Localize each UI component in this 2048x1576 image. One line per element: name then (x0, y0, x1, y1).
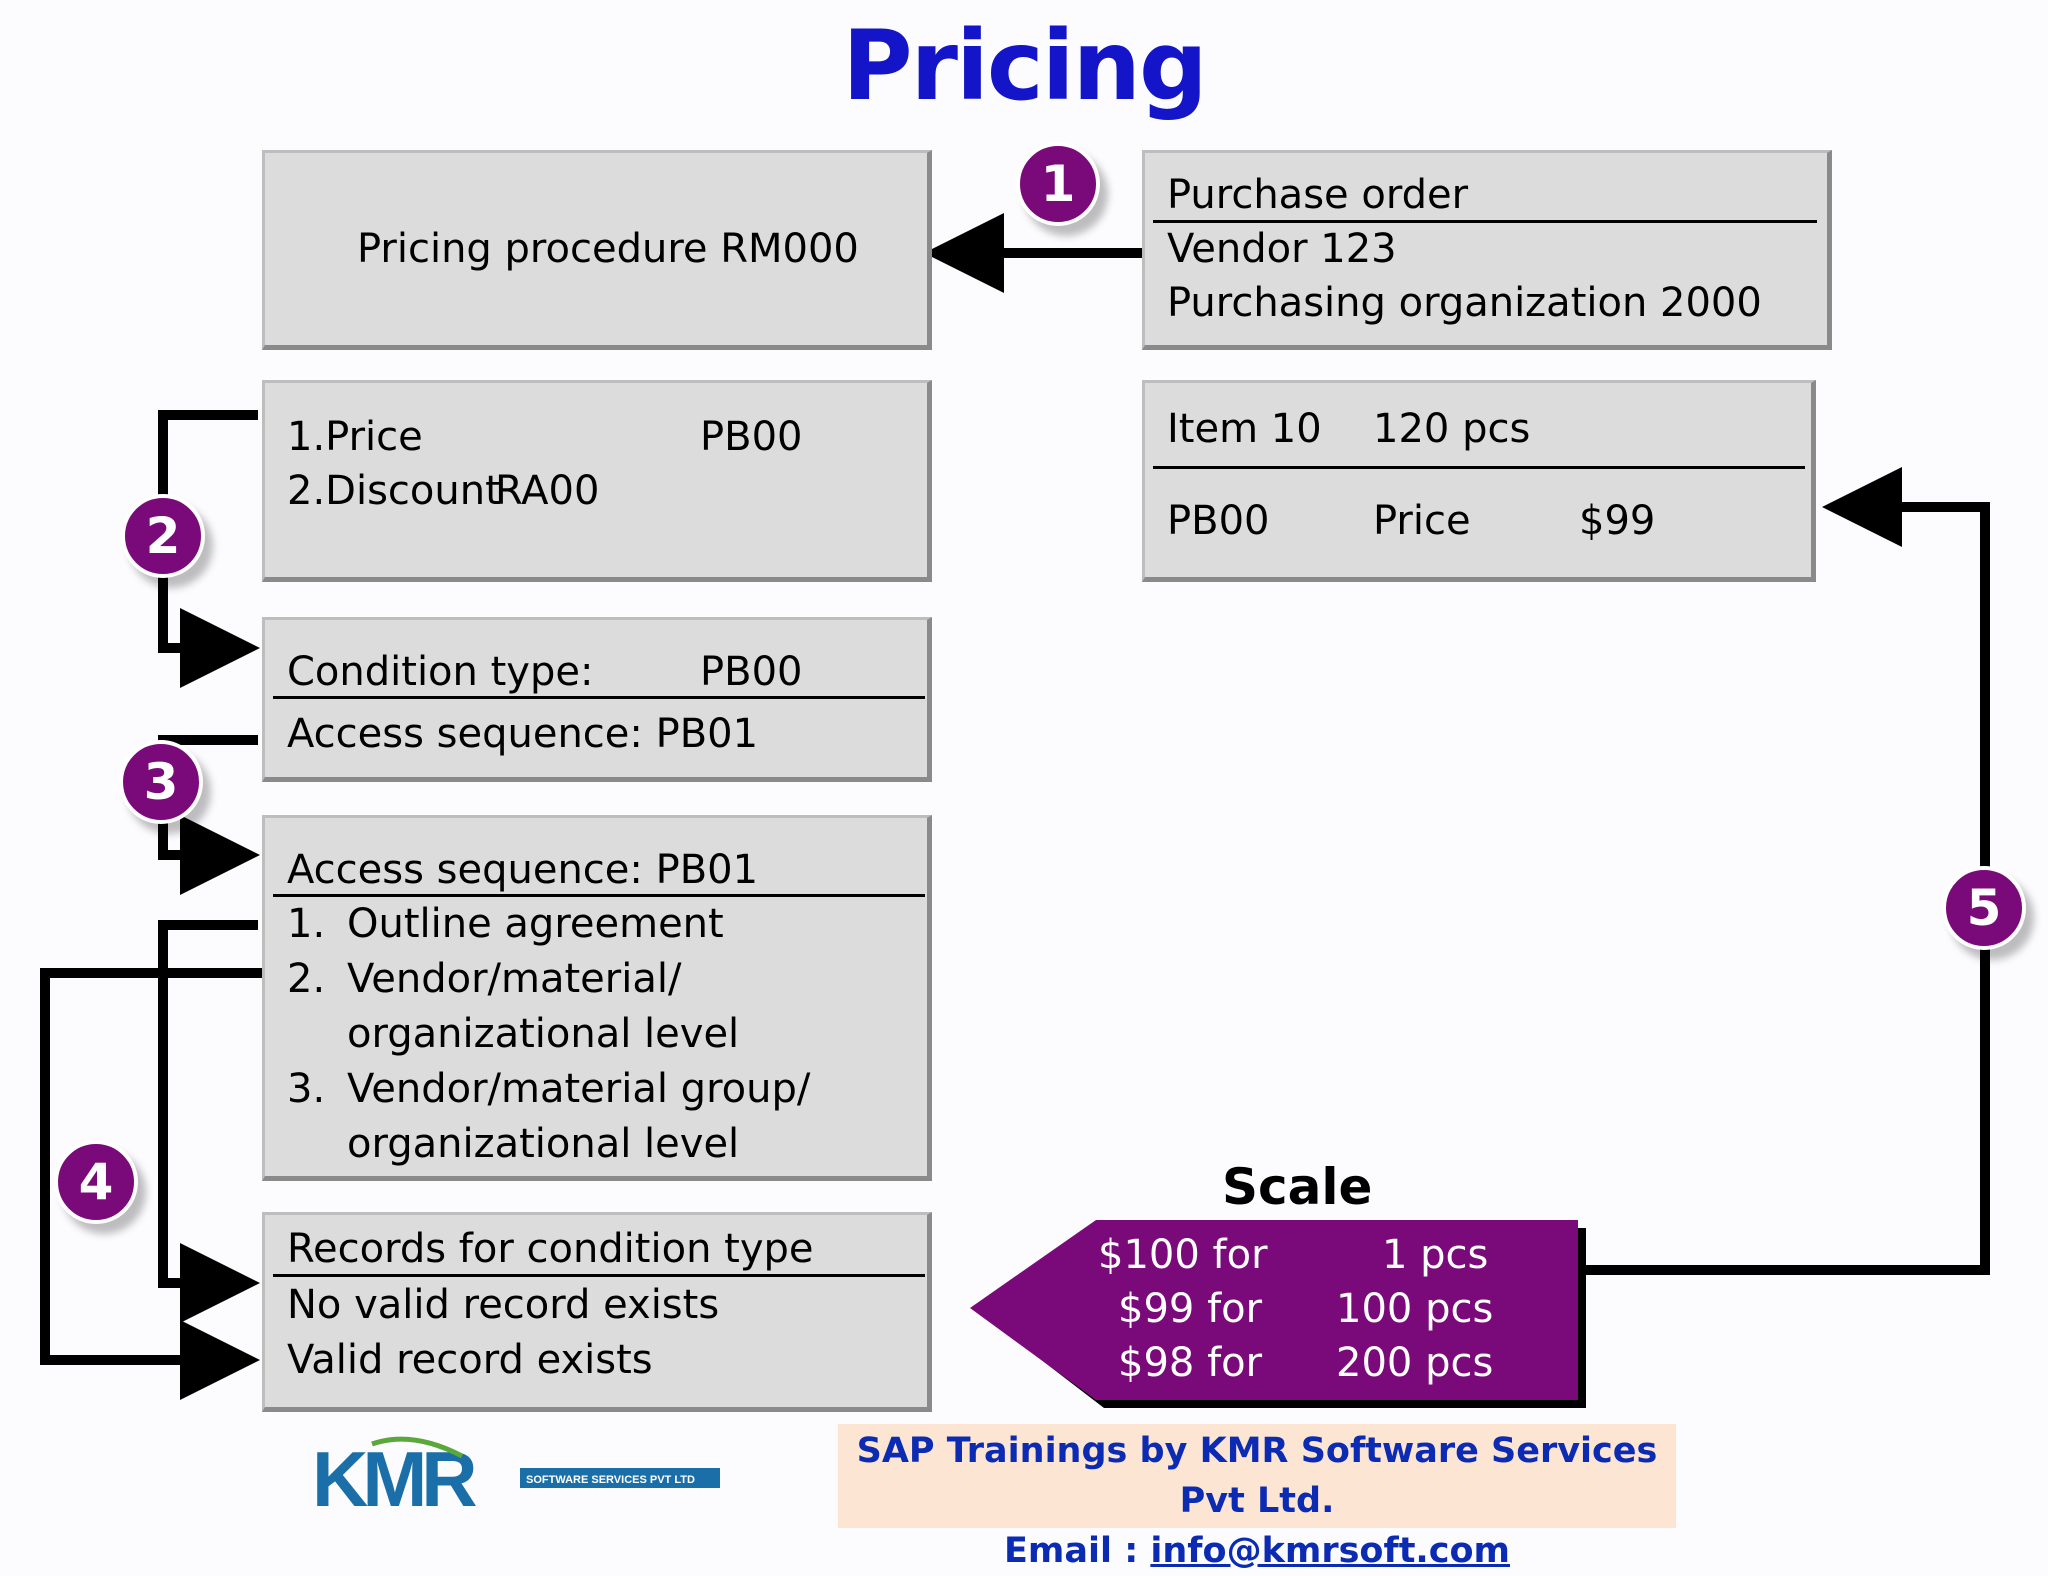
step-badge-1: 1 (1016, 142, 1100, 226)
step2-label: 2.Discount (287, 468, 501, 514)
kmr-logo: KMR SOFTWARE SERVICES PVT LTD (312, 1435, 720, 1518)
footer-line2: Email : info@kmrsoft.com (838, 1526, 1676, 1576)
access-sequence-box: Access sequence: PB01 1. Outline agreeme… (262, 815, 932, 1181)
access-sequence-heading: Access sequence: PB01 (287, 847, 759, 893)
condition-type-label: Condition type: (287, 649, 594, 695)
scale-shape (970, 1220, 1578, 1400)
condition-type-value: PB00 (700, 649, 803, 695)
access-sequence-divider (273, 894, 925, 897)
access-item-3-text-line2: organizational level (347, 1121, 740, 1167)
item-condition: PB00 (1167, 498, 1270, 544)
records-box: Records for condition type No valid reco… (262, 1212, 932, 1412)
page-title: Pricing (842, 10, 1207, 122)
step-badge-2: 2 (121, 494, 205, 578)
step-badge-3: 3 (119, 740, 203, 824)
pricing-procedure-label: Pricing procedure RM000 (357, 226, 859, 272)
access-item-2-text-line2: organizational level (347, 1011, 740, 1057)
step-badge-5: 5 (1942, 866, 2026, 950)
item-price-value: $99 (1579, 498, 1656, 544)
step-badge-4: 4 (54, 1140, 138, 1224)
access-item-2-text: Vendor/material/ (347, 956, 682, 1002)
kmr-logo-tagline: SOFTWARE SERVICES PVT LTD (526, 1474, 695, 1486)
scale-title: Scale (1222, 1158, 1373, 1216)
access-item-1-num: 1. (287, 901, 326, 947)
footer-email-link[interactable]: info@kmrsoft.com (1150, 1531, 1510, 1571)
procedure-steps-box: 1.Price PB00 2.Discount RA00 (262, 380, 932, 582)
scale-row-2-qty: 100 pcs (1336, 1286, 1494, 1332)
item-divider (1153, 466, 1805, 469)
item-label: Item 10 (1167, 406, 1322, 452)
item-box: Item 10 120 pcs PB00 Price $99 (1142, 380, 1816, 582)
scale-row-1-price: $100 for (1098, 1232, 1268, 1278)
po-divider (1153, 220, 1817, 223)
condition-access-sequence: Access sequence: PB01 (287, 711, 759, 757)
step2-code: RA00 (495, 468, 600, 514)
arrow-5 (1580, 467, 1990, 1275)
scale-row-3-price: $98 for (1118, 1340, 1263, 1386)
step1-label: 1.Price (287, 414, 423, 460)
step1-code: PB00 (700, 414, 803, 460)
records-heading: Records for condition type (287, 1226, 814, 1272)
records-no-valid: No valid record exists (287, 1282, 720, 1328)
purchase-order-box: Purchase order Vendor 123 Purchasing org… (1142, 150, 1832, 350)
footer-email-label: Email : (1004, 1531, 1139, 1571)
records-divider (273, 1274, 925, 1277)
flow-connectors (40, 213, 1990, 1408)
item-price-label: Price (1373, 498, 1471, 544)
condition-type-divider (273, 696, 925, 699)
scale-row-3-qty: 200 pcs (1336, 1340, 1494, 1386)
condition-type-box: Condition type: PB00 Access sequence: PB… (262, 617, 932, 782)
footer-line1: SAP Trainings by KMR Software Services P… (856, 1431, 1658, 1521)
access-item-1-text: Outline agreement (347, 901, 724, 947)
po-vendor: Vendor 123 (1167, 226, 1397, 272)
arrow-4a (158, 920, 260, 1323)
access-item-3-text: Vendor/material group/ (347, 1066, 811, 1112)
footer-banner: SAP Trainings by KMR Software Services P… (838, 1424, 1676, 1571)
item-quantity: 120 pcs (1373, 406, 1531, 452)
access-item-3-num: 3. (287, 1066, 326, 1112)
po-heading: Purchase order (1167, 172, 1469, 218)
po-purch-org: Purchasing organization 2000 (1167, 280, 1762, 326)
scale-row-2-price: $99 for (1118, 1286, 1263, 1332)
kmr-logo-mark: KMR (312, 1435, 476, 1518)
access-item-2-num: 2. (287, 956, 326, 1002)
pricing-procedure-box: Pricing procedure RM000 (262, 150, 932, 350)
records-valid: Valid record exists (287, 1337, 653, 1383)
arrow-4b (40, 968, 262, 1400)
scale-row-1-qty: 1 pcs (1382, 1232, 1489, 1278)
